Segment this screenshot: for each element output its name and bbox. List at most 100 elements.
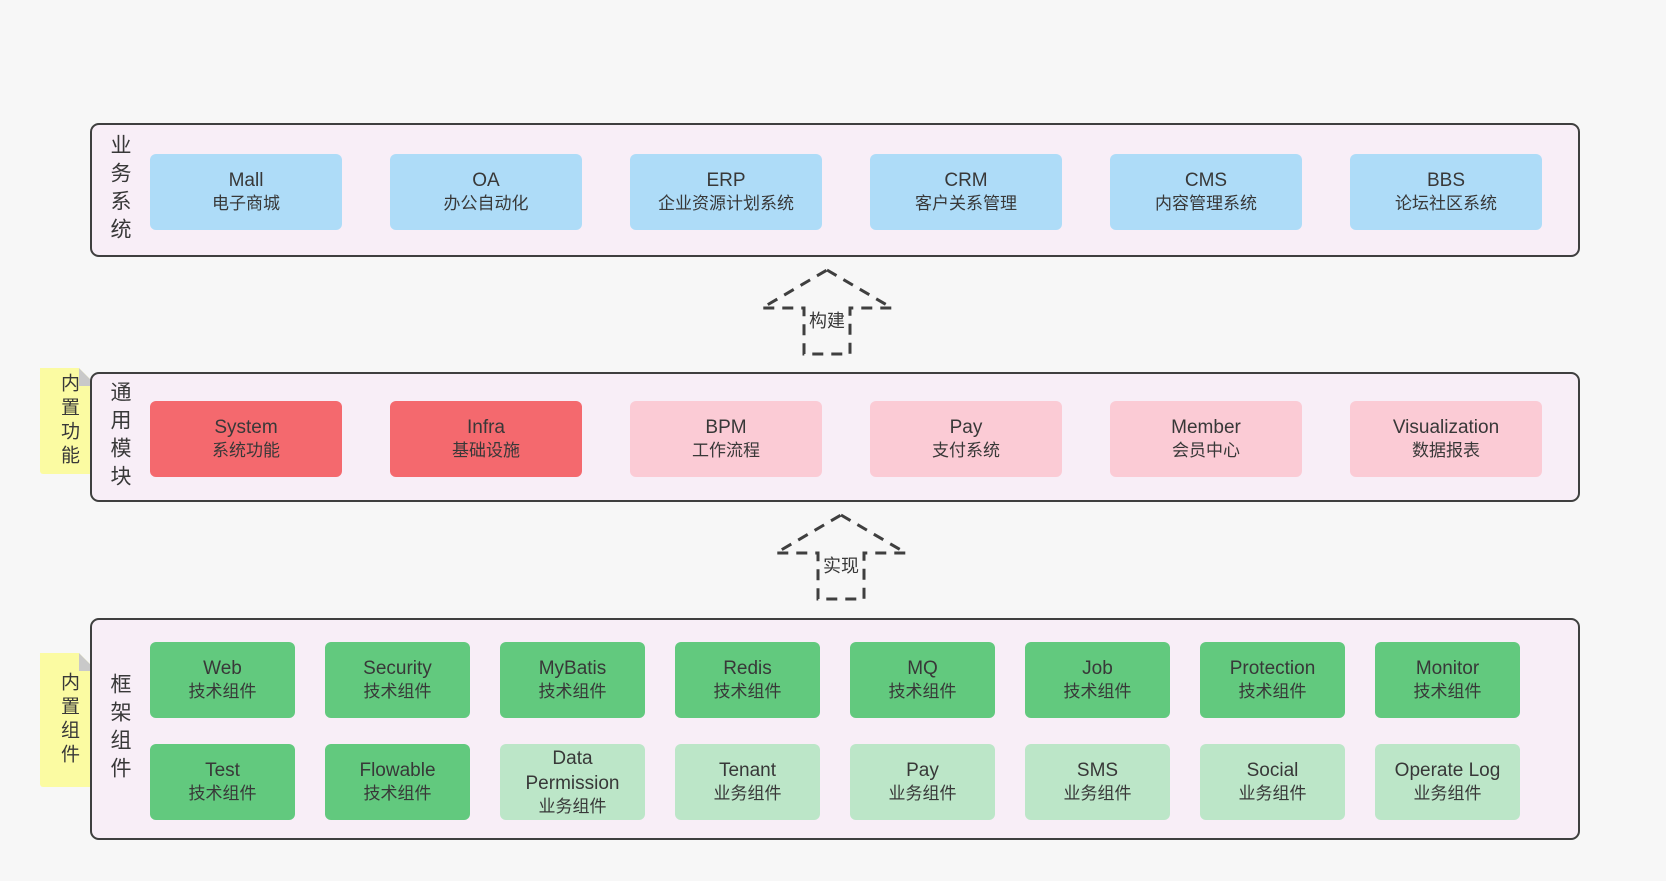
box-subtitle: 办公自动化 xyxy=(443,194,529,214)
box-subtitle: 业务组件 xyxy=(1238,784,1307,804)
box-title: BBS xyxy=(1426,170,1466,192)
box-title: Member xyxy=(1171,417,1241,439)
box-title: Visualization xyxy=(1392,417,1500,439)
box-title: BPM xyxy=(705,417,747,439)
box-subtitle: 系统功能 xyxy=(212,441,280,461)
box-title: MQ xyxy=(907,658,938,680)
box-subtitle: 客户关系管理 xyxy=(915,194,1017,214)
box-subtitle: 技术组件 xyxy=(713,682,782,702)
box-title: Job xyxy=(1082,658,1113,680)
panel-components-label: 框架组件 xyxy=(108,673,131,785)
box-title: System xyxy=(214,417,278,439)
sticky-tab-label: 内置功能 xyxy=(58,373,79,469)
box-title: Operate Log xyxy=(1394,760,1501,782)
box-title: CMS xyxy=(1184,170,1228,192)
box-title: Protection xyxy=(1229,658,1316,680)
sticky-tab-label: 内置组件 xyxy=(58,672,79,768)
sticky-tab-builtin-functions: 内置功能 xyxy=(40,368,97,474)
box-title: Pay xyxy=(949,417,983,439)
dashed-up-arrow-icon xyxy=(760,268,894,356)
box-title: CRM xyxy=(944,170,988,192)
panel-modules-label: 通用模块 xyxy=(108,381,131,493)
arrow-implement-label: 实现 xyxy=(821,551,861,579)
panel-business-label: 业务系统 xyxy=(108,134,131,246)
box-title: Redis xyxy=(723,658,772,680)
box-subtitle: 企业资源计划系统 xyxy=(658,194,794,214)
box-title: Monitor xyxy=(1415,658,1480,680)
arrow-build-label: 构建 xyxy=(807,306,847,334)
box-subtitle: 业务组件 xyxy=(888,784,957,804)
box-subtitle: 技术组件 xyxy=(1238,682,1307,702)
box-subtitle: 会员中心 xyxy=(1172,441,1240,461)
arrow-build: 构建 xyxy=(760,268,894,356)
box-subtitle: 工作流程 xyxy=(692,441,760,461)
box-subtitle: 技术组件 xyxy=(188,784,257,804)
box-title: Flowable xyxy=(359,760,436,782)
box-subtitle: 技术组件 xyxy=(538,682,607,702)
box-subtitle: 技术组件 xyxy=(888,682,957,702)
box-subtitle: 支付系统 xyxy=(932,441,1000,461)
dashed-up-arrow-icon xyxy=(774,513,908,601)
box-title: Infra xyxy=(466,417,506,439)
box-subtitle: 论坛社区系统 xyxy=(1395,194,1497,214)
box-subtitle: 内容管理系统 xyxy=(1155,194,1257,214)
box-subtitle: 技术组件 xyxy=(1063,682,1132,702)
box-subtitle: 业务组件 xyxy=(538,796,607,816)
box-subtitle: 业务组件 xyxy=(1413,784,1482,804)
box-subtitle: 技术组件 xyxy=(363,784,432,804)
box-title: SMS xyxy=(1076,760,1119,782)
box-subtitle: 技术组件 xyxy=(363,682,432,702)
box-subtitle: 技术组件 xyxy=(1413,682,1482,702)
box-subtitle: 数据报表 xyxy=(1412,441,1480,461)
box-title: ERP xyxy=(706,170,746,192)
box-title: Data Permission xyxy=(525,747,620,794)
box-subtitle: 业务组件 xyxy=(713,784,782,804)
box-title: OA xyxy=(472,170,500,192)
box-title: Security xyxy=(363,658,432,680)
box-subtitle: 技术组件 xyxy=(188,682,257,702)
box-title: Tenant xyxy=(718,760,777,782)
box-subtitle: 业务组件 xyxy=(1063,784,1132,804)
box-subtitle: 基础设施 xyxy=(452,441,520,461)
box-title: Mall xyxy=(228,170,264,192)
sticky-tab-builtin-components: 内置组件 xyxy=(40,653,97,787)
arrow-implement: 实现 xyxy=(774,513,908,601)
box-title: MyBatis xyxy=(538,658,607,680)
box-title: Pay xyxy=(906,760,939,782)
